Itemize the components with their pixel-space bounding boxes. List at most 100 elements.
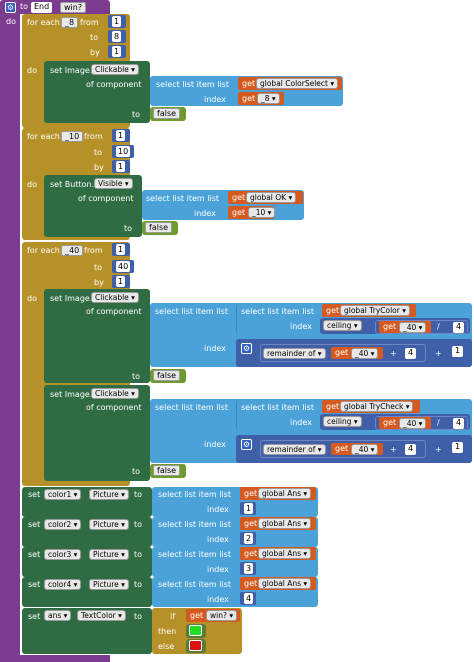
loop3-b2-rem-get-label: get [335, 444, 349, 453]
loop1-false-value[interactable]: false [153, 108, 181, 119]
loop3-b1-remainder-op[interactable]: remainder of ▾ [263, 348, 326, 359]
loop3-var[interactable]: _40 [61, 245, 84, 256]
set2-prop[interactable]: Picture ▾ [89, 519, 129, 530]
final-get-label: get [190, 611, 204, 620]
set3-comp[interactable]: color3 ▾ [44, 549, 82, 560]
loop3-b1-div-op: / [437, 322, 440, 331]
loop3-b2-ceiling-op[interactable]: ceiling ▾ [323, 416, 362, 427]
loop3-b2-remainder-op[interactable]: remainder of ▾ [263, 444, 326, 455]
loop3-b1-prop[interactable]: Clickable ▾ [91, 292, 139, 303]
loop3-to-value[interactable]: 40 [112, 260, 134, 273]
loop3-from-value[interactable]: 1 [112, 243, 130, 256]
set3-label: set [28, 550, 41, 559]
loop2-from-value[interactable]: 1 [112, 129, 130, 142]
loop3-b1-get: get [326, 306, 340, 315]
loop3-b1-list-var[interactable]: global TryColor ▾ [340, 305, 410, 316]
set4-to: to [134, 580, 143, 589]
loop3-b1-plus-val[interactable]: 1 [452, 346, 464, 357]
loop3-b2-div-val[interactable]: 4 [453, 418, 465, 429]
final-get-var[interactable]: win? ▾ [206, 610, 238, 621]
loop3-b2-inner-index: index [290, 418, 312, 427]
then-color-swatch[interactable] [189, 625, 202, 636]
loop3-b1-mod-val[interactable]: 4 [405, 348, 417, 359]
final-comp[interactable]: ans ▾ [44, 610, 72, 621]
loop3-b1-inner-index: index [290, 322, 312, 331]
loop3-b1-ceiling-op[interactable]: ceiling ▾ [323, 320, 362, 331]
final-then-label: then [158, 627, 177, 636]
set2-to: to [134, 520, 143, 529]
else-color-swatch[interactable] [189, 640, 202, 651]
loop1-list-var[interactable]: global ColorSelect ▾ [256, 78, 339, 89]
loop1-var[interactable]: _8 [61, 17, 79, 28]
set2-idx[interactable]: 2 [240, 532, 256, 545]
loop1-prop-dropdown[interactable]: Clickable ▾ [91, 64, 139, 75]
loop3-b2-rem-var[interactable]: _40 ▾ [351, 444, 379, 455]
loop2-false-value[interactable]: false [145, 222, 173, 233]
loop1-select-label: select list item list [156, 80, 229, 89]
set1-comp[interactable]: color1 ▾ [44, 489, 82, 500]
loop3-b1-inner-select-label: select list item list [241, 307, 314, 316]
loop3-b2-list-var[interactable]: global TryCheck ▾ [340, 401, 414, 412]
set-picture-3[interactable] [22, 547, 152, 577]
loop2-by-label: by [94, 163, 104, 172]
loop2-to-value[interactable]: 10 [112, 145, 134, 158]
loop3-by-value[interactable]: 1 [112, 275, 130, 288]
loop3-b1-div-val[interactable]: 4 [453, 322, 465, 333]
proc-param[interactable]: win? [60, 2, 87, 13]
loop3-b2-false-value[interactable]: false [153, 465, 181, 476]
set1-idx[interactable]: 1 [240, 502, 256, 515]
loop3-b1-mod-plus-sign: + [390, 349, 397, 358]
set4-idx[interactable]: 4 [240, 592, 256, 605]
loop1-from-value[interactable]: 1 [108, 15, 126, 28]
loop3-b1-rem-get-label: get [335, 348, 349, 357]
proc-name-field[interactable]: End [31, 2, 53, 13]
set3-prop[interactable]: Picture ▾ [89, 549, 129, 560]
loop3-b2-mutator-icon[interactable]: ⚙ [241, 439, 252, 450]
set4-get: get [244, 579, 258, 588]
loop1-to-value[interactable]: 8 [108, 30, 126, 43]
loop3-b2-mod-val[interactable]: 4 [405, 444, 417, 455]
set2-list-var[interactable]: global Ans ▾ [258, 518, 312, 529]
loop2-var[interactable]: _10 [61, 131, 84, 142]
loop3-b1-mutator-icon[interactable]: ⚙ [241, 343, 252, 354]
set-picture-4[interactable] [22, 577, 152, 607]
loop3-set-block-1[interactable] [44, 289, 150, 383]
loop1-index-label: index [204, 95, 226, 104]
loop3-b1-select-label: select list item list [155, 307, 228, 316]
loop3-b1-idx-get: get [383, 322, 397, 331]
loop2-idx-get: get [232, 208, 246, 217]
loop3-b2-prop[interactable]: Clickable ▾ [91, 388, 139, 399]
set1-list-var[interactable]: global Ans ▾ [258, 488, 312, 499]
set-picture-2[interactable] [22, 517, 152, 547]
loop1-by-value[interactable]: 1 [108, 45, 126, 58]
loop3-b1-idx-var[interactable]: _40 ▾ [399, 322, 427, 333]
set1-prop[interactable]: Picture ▾ [89, 489, 129, 500]
set2-get: get [244, 519, 258, 528]
loop3-b2-to: to [132, 467, 141, 476]
gear-icon[interactable]: ⚙ [5, 2, 16, 13]
final-set-label: set [28, 612, 41, 621]
loop2-by-value[interactable]: 1 [112, 160, 130, 173]
set3-list-var[interactable]: global Ans ▾ [258, 548, 312, 559]
set2-comp[interactable]: color2 ▾ [44, 519, 82, 530]
loop3-b2-idx-var[interactable]: _40 ▾ [399, 418, 427, 429]
loop3-b2-plus-val[interactable]: 1 [452, 442, 464, 453]
set4-comp[interactable]: color4 ▾ [44, 579, 82, 590]
set4-prop[interactable]: Picture ▾ [89, 579, 129, 590]
final-prop[interactable]: TextColor ▾ [77, 610, 126, 621]
loop2-idx-var[interactable]: _10 ▾ [248, 207, 276, 218]
loop2-prop-dropdown[interactable]: Visible ▾ [94, 178, 133, 189]
loop1-idx-var[interactable]: _8 ▾ [257, 93, 280, 104]
set3-idx[interactable]: 3 [240, 562, 256, 575]
set3-get: get [244, 549, 258, 558]
loop3-set-block-2[interactable] [44, 385, 150, 481]
loop3-b1-false-value[interactable]: false [153, 370, 181, 381]
set1-to: to [134, 490, 143, 499]
set1-label: set [28, 490, 41, 499]
loop3-b1-rem-var[interactable]: _40 ▾ [351, 348, 379, 359]
set4-list-var[interactable]: global Ans ▾ [258, 578, 312, 589]
set-picture-1[interactable] [22, 487, 152, 517]
loop2-list-var[interactable]: global OK ▾ [246, 192, 297, 203]
set4-label: set [28, 580, 41, 589]
set2-select-label: select list item list [158, 520, 231, 529]
